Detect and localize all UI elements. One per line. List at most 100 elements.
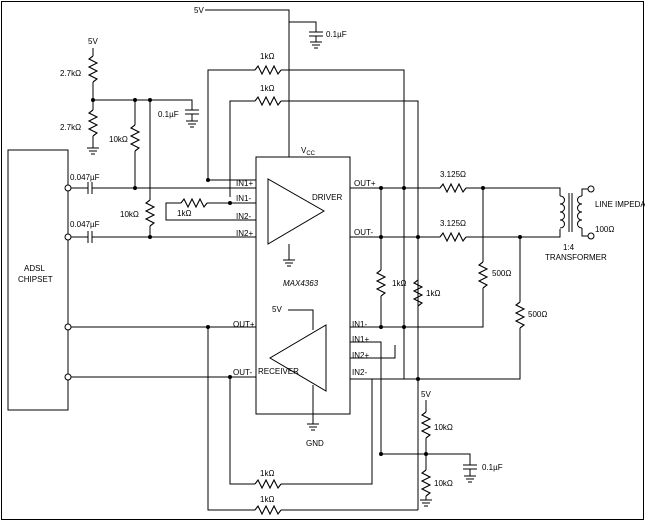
r-1k-gain — [180, 197, 208, 209]
transformer-primary — [559, 195, 565, 229]
r-10k-a-label: 10kΩ — [109, 135, 128, 144]
cap-in1-label: 0.047µF — [70, 173, 100, 182]
fb2-wire-right — [281, 100, 419, 510]
r-10k-bias-top-label: 10kΩ — [434, 423, 453, 432]
chipset-label: CHIPSET — [18, 275, 53, 284]
cap-top-wire — [289, 21, 317, 32]
fb1-wire-left — [207, 69, 255, 180]
outp-line-right — [466, 187, 561, 196]
adsl-chipset-block — [7, 149, 69, 411]
r-fb-top2-label: 1kΩ — [260, 84, 274, 93]
transformer-core — [568, 193, 573, 232]
bias-ground — [87, 136, 99, 155]
driver-ground — [283, 244, 295, 267]
pin-receiver-in1m: IN1- — [352, 320, 367, 329]
supply-5v-left: 5V — [88, 37, 98, 46]
r-500-a-label: 500Ω — [492, 269, 511, 278]
r-1k-v1-label: 1kΩ — [392, 279, 406, 288]
pin-receiver-in2p: IN2+ — [352, 351, 369, 360]
fb1-wire-right — [281, 69, 405, 379]
pin-receiver-in2m: IN2- — [352, 368, 367, 377]
r-10k-b — [144, 199, 156, 227]
vcc-label: VCC — [301, 146, 316, 157]
r-10k-bias-top — [420, 411, 432, 439]
pin-driver-in2m: IN2- — [236, 212, 251, 221]
r-10k-b-label: 10kΩ — [120, 210, 139, 219]
r-out2-label: 3.125Ω — [440, 219, 466, 228]
r-1k-gain-label: 1kΩ — [177, 209, 191, 218]
cap-bottom-label: 0.1µF — [482, 463, 503, 472]
receiver-vcc-wire — [288, 309, 314, 330]
pin-receiver-outm: OUT- — [233, 368, 252, 377]
adsl-out-port-1 — [64, 184, 72, 192]
pin-receiver-in1p: IN1+ — [352, 335, 369, 344]
r-fb-bot1 — [254, 478, 282, 490]
line-label: LINE IMPEDANCE — [595, 200, 645, 209]
max4363-ic — [255, 156, 351, 415]
in1-line — [71, 182, 256, 194]
transformer-secondary — [577, 195, 583, 229]
pin-driver-in2p: IN2+ — [236, 229, 253, 238]
r-fb-bot2-label: 1kΩ — [260, 495, 274, 504]
r-1k-v2-label: 1kΩ — [426, 289, 440, 298]
r-out1-label: 3.125Ω — [440, 170, 466, 179]
r-1k-v2 — [412, 279, 424, 307]
adsl-out-port-2 — [64, 233, 72, 241]
r-fb-top2 — [254, 95, 282, 107]
cap-left-label: 0.1µF — [158, 110, 179, 119]
pin-receiver-outp: OUT+ — [233, 320, 255, 329]
r-10k-a — [129, 124, 141, 152]
r-500-b-label: 500Ω — [528, 310, 547, 319]
line-port-1 — [587, 185, 595, 193]
r-1k-v1 — [375, 269, 387, 297]
bias-bottom-ground — [420, 496, 432, 507]
transformer-ratio: 1:4 — [563, 243, 575, 252]
adsl-in-port-2 — [64, 373, 72, 381]
line-value: 100Ω — [595, 225, 614, 234]
fb2-wire-left — [229, 100, 255, 197]
r-10k-bias-bot — [420, 469, 432, 497]
vcc-wire — [205, 9, 290, 157]
adsl-in-port-1 — [64, 323, 72, 331]
pin-driver-outm: OUT- — [354, 228, 373, 237]
r-out1 — [439, 182, 467, 194]
pin-driver-outp: OUT+ — [354, 179, 376, 188]
r-bias-top — [87, 55, 99, 83]
bias-rail — [93, 99, 193, 110]
transformer-label: TRANSFORMER — [545, 253, 607, 262]
cap-top-symbol — [309, 31, 323, 49]
receiver-label: RECEIVER — [258, 367, 299, 376]
gnd-label: GND — [306, 439, 324, 448]
cap-in2-label: 0.047µF — [70, 220, 100, 229]
line-port-2 — [587, 232, 595, 240]
cap-left-symbol — [185, 109, 199, 128]
pin-driver-in1p: IN1+ — [236, 179, 253, 188]
supply-5v-receiver: 5V — [272, 305, 282, 314]
r-10k-bias-bot-label: 10kΩ — [434, 479, 453, 488]
r-bias-bot-label: 2.7kΩ — [60, 123, 81, 132]
r-bias-top-label: 2.7kΩ — [60, 69, 81, 78]
r-500-b — [514, 301, 526, 329]
r-fb-top1 — [254, 64, 282, 76]
cap-top-label: 0.1µF — [326, 30, 347, 39]
r-fb-bot2 — [254, 504, 282, 516]
receiver-amp — [269, 324, 327, 392]
r-fb-bot1-label: 1kΩ — [260, 469, 274, 478]
driver-amp — [267, 178, 325, 245]
outm-line-right — [466, 229, 561, 238]
gain-wire-left — [165, 202, 256, 221]
driver-label: DRIVER — [312, 193, 342, 202]
supply-5v-top: 5V — [194, 6, 204, 15]
supply-5v-bottom: 5V — [421, 390, 431, 399]
r-out2 — [439, 231, 467, 243]
r-bias-bot — [87, 109, 99, 137]
chip-name: MAX4363 — [283, 279, 319, 288]
r-500-a — [477, 261, 489, 289]
r-fb-top1-label: 1kΩ — [260, 52, 274, 61]
in2-line — [71, 231, 256, 243]
adsl-label: ADSL — [24, 264, 45, 273]
receiver-ground — [307, 385, 319, 431]
